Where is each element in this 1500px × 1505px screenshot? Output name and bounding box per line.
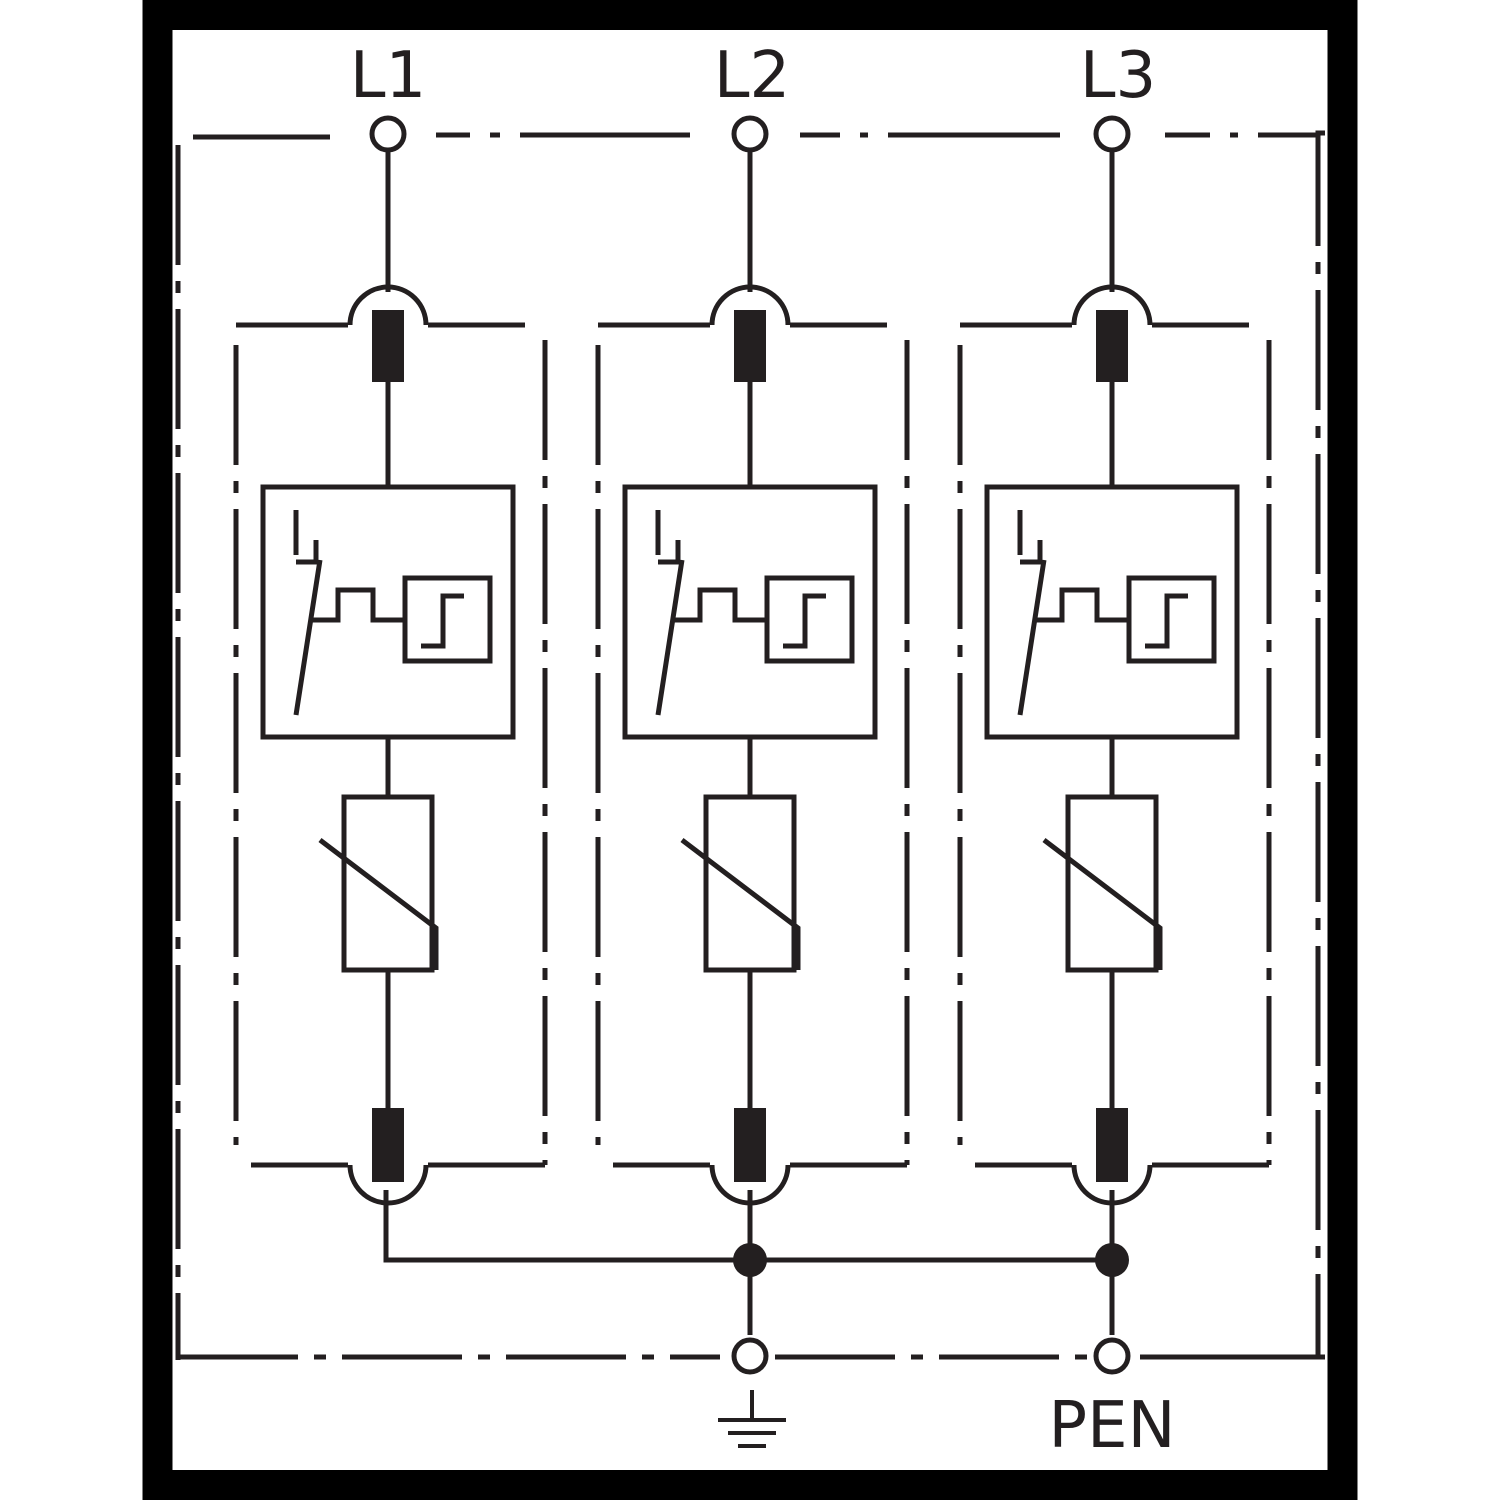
enclosure-boundary <box>1315 130 1325 1360</box>
plug-contact <box>1071 284 1153 326</box>
varistor-box <box>1065 794 1159 973</box>
plug-pin <box>734 310 766 382</box>
indicator-step-icon <box>783 593 826 649</box>
varistor-slash <box>318 838 439 970</box>
indicator-step-icon <box>1145 593 1188 649</box>
varistor-box <box>341 794 435 973</box>
thermal-link <box>672 587 767 623</box>
plug-pin <box>372 310 404 382</box>
phase-module-l2 <box>595 115 910 1206</box>
terminal-ground <box>731 1337 769 1375</box>
thermal-link <box>310 587 405 623</box>
varistor-slash <box>680 838 801 970</box>
terminal-l1 <box>369 115 407 153</box>
terminal-l3 <box>1093 115 1131 153</box>
switch-contact <box>655 510 685 716</box>
plug-pin <box>1096 1108 1128 1182</box>
terminal-label-l3: L3 <box>1080 39 1156 113</box>
phase-module-l3 <box>957 115 1272 1206</box>
indicator-box <box>764 575 855 664</box>
terminal-pen <box>1093 1337 1131 1375</box>
plug-pin <box>372 1108 404 1182</box>
switch-contact <box>293 510 323 716</box>
phase-modules <box>233 115 1272 1206</box>
terminal-label-l2: L2 <box>714 39 790 113</box>
switch-contact <box>1017 510 1047 716</box>
plug-pin <box>734 1108 766 1182</box>
phase-module-l1 <box>233 115 548 1206</box>
varistor-box <box>703 794 797 973</box>
indicator-step-icon <box>421 593 464 649</box>
terminal-label-pen: PEN <box>1049 1389 1176 1463</box>
varistor-slash <box>1042 838 1163 970</box>
junction-dot <box>733 1243 767 1277</box>
terminal-label-l1: L1 <box>350 39 426 113</box>
terminal-l2 <box>731 115 769 153</box>
plug-contact <box>709 284 791 326</box>
indicator-box <box>1126 575 1217 664</box>
plug-contact <box>347 284 429 326</box>
indicator-box <box>402 575 493 664</box>
ground-icon <box>718 1390 786 1448</box>
plug-pin <box>1096 310 1128 382</box>
outer-frame <box>142 0 1358 1500</box>
enclosure-dashed-lines <box>175 132 1320 1360</box>
thermal-link <box>1034 587 1129 623</box>
junction-dot <box>1095 1243 1129 1277</box>
